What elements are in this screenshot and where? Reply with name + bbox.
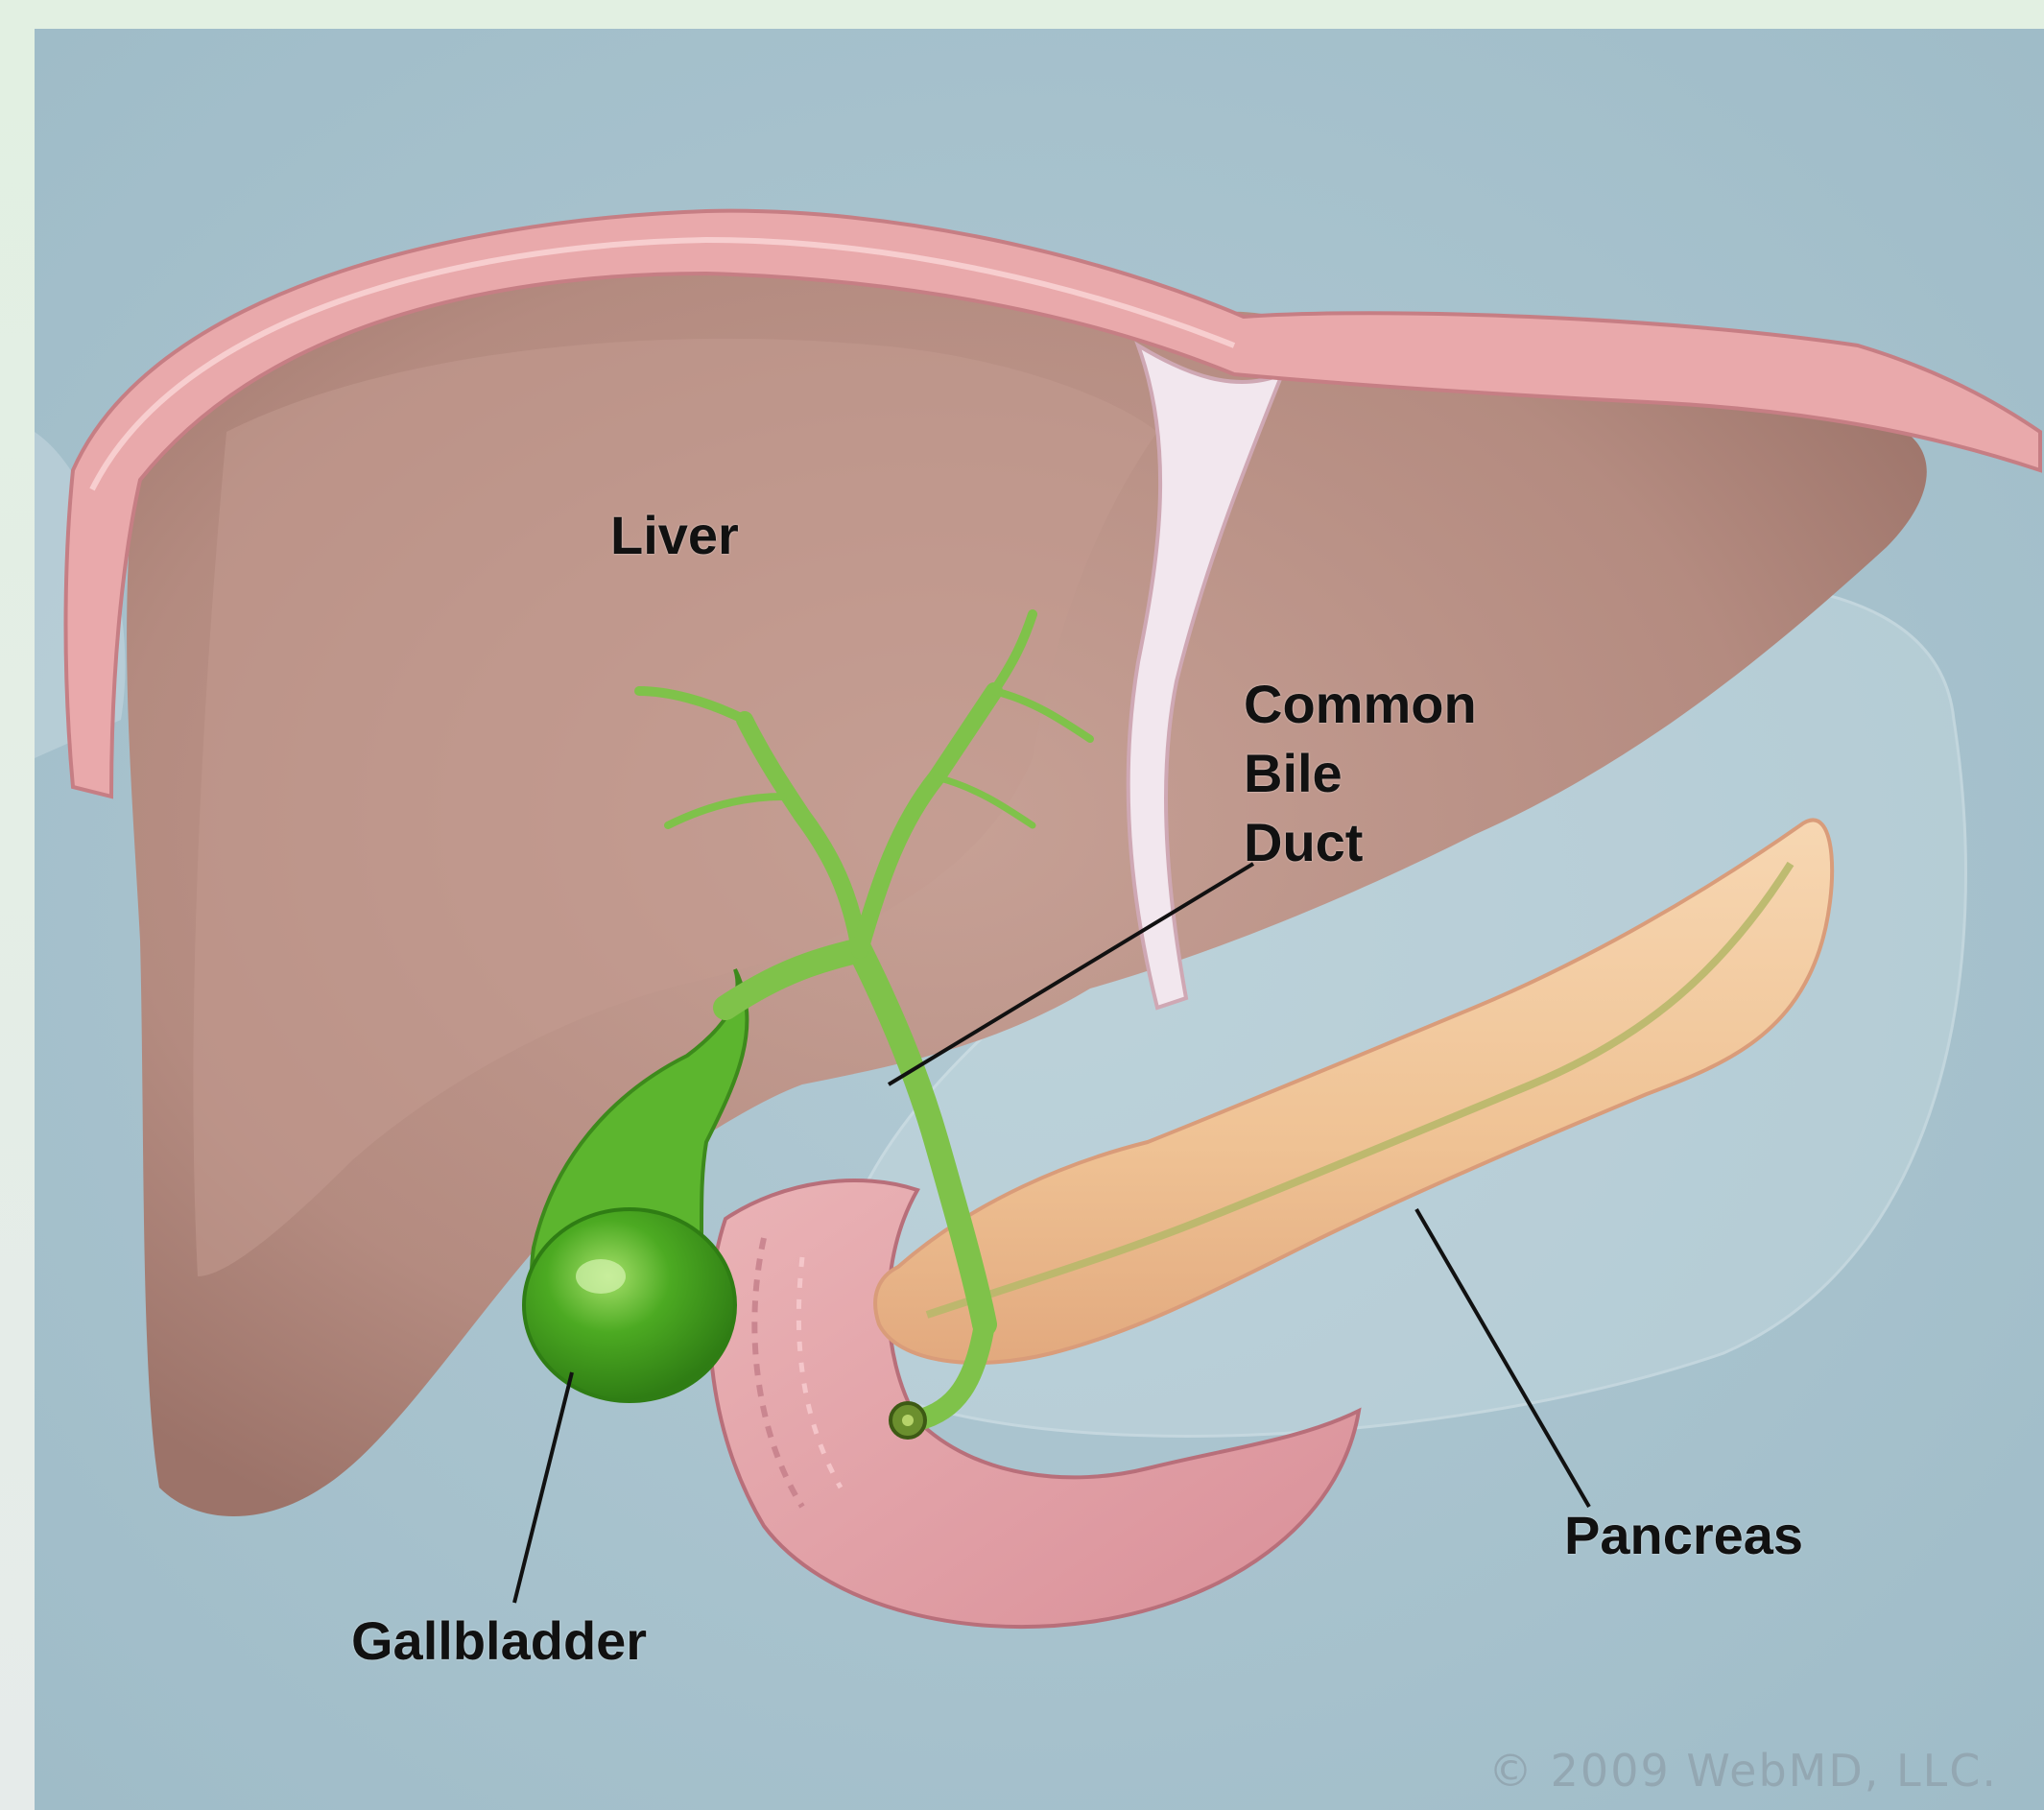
common-bile-duct-label-line3: Duct [1244,808,1477,877]
gallbladder-label: Gallbladder [351,1614,647,1668]
common-bile-duct-label-line2: Bile [1244,739,1477,808]
copyright-notice: © 2009 WebMD, LLC. [1488,1745,1998,1797]
pancreas-label: Pancreas [1564,1509,1803,1562]
illustration-stage: Liver Common Bile Duct Pancreas Gallblad… [35,29,2044,1810]
liver-label: Liver [610,509,739,562]
common-bile-duct-label-line1: Common [1244,670,1477,739]
common-bile-duct-label: Common Bile Duct [1244,670,1477,877]
